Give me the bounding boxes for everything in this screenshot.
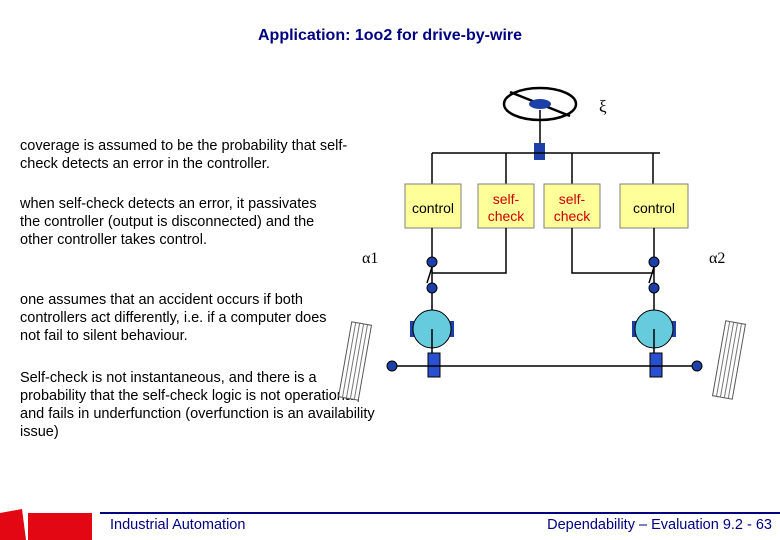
actuator-1 (427, 352, 441, 378)
wheel-right-icon (711, 320, 747, 400)
drive-by-wire-diagram: ξ control self-check self-check control (337, 86, 747, 401)
switch-blade-1 (426, 266, 433, 284)
accident-text: one assumes that an accident occurs if b… (20, 292, 327, 344)
control-label-1: control (412, 200, 454, 216)
control-label-2: control (633, 200, 675, 216)
page-title: Application: 1oo2 for drive-by-wire (257, 27, 523, 44)
rack-joint-right (691, 360, 703, 372)
selfcheck-text: Self-check is not instantaneous, and the… (20, 370, 375, 440)
switch-blade-2 (648, 266, 655, 284)
selfcheck-label-2: self-check (554, 191, 592, 224)
wheel-left-icon (337, 321, 373, 401)
selfcheck-label-1: self-check (488, 191, 526, 224)
rack-joint-left (386, 360, 398, 372)
epfl-logo (0, 505, 100, 540)
switch-contact-top-2 (648, 256, 660, 268)
actuator-2 (649, 352, 663, 378)
alpha1-label: α1 (362, 250, 378, 267)
footer-course: Industrial Automation (110, 517, 246, 533)
switch-contact-bottom-2 (648, 282, 660, 294)
selfcheck-box-2 (543, 183, 601, 229)
selfcheck-box-1 (477, 183, 535, 229)
passivate-text: when self-check detects an error, it pas… (20, 196, 317, 248)
motor-2 (632, 309, 676, 349)
motor-1 (410, 309, 454, 349)
control-box-1 (404, 183, 462, 229)
switch-contact-bottom-1 (426, 282, 438, 294)
switch-contact-top-1 (426, 256, 438, 268)
coverage-text: coverage is assumed to be the probabilit… (20, 138, 348, 172)
steering-sensor (534, 143, 545, 160)
alpha2-label: α2 (709, 250, 725, 267)
control-box-2 (619, 183, 689, 229)
footer-divider (100, 512, 780, 514)
footer-page-info: Dependability – Evaluation 9.2 - 63 (547, 517, 772, 533)
xi-label: ξ (599, 97, 607, 116)
